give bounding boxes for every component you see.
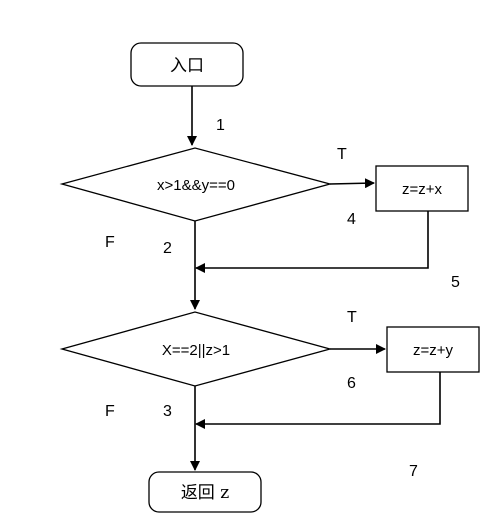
edge-3-number: 3 [163,403,172,420]
entry-node-label: 入口 [170,56,204,76]
condition-1-label: x>1&&y==0 [157,177,235,194]
edge-1-number: 1 [216,117,225,134]
action-1-box [375,165,469,212]
exit-node [148,471,262,513]
edge-7 [195,372,441,429]
action-2-label: z=z+y [413,342,454,359]
edge-7-number: 7 [409,463,418,480]
false-label-1: F [105,234,115,251]
edge-4-number: 4 [347,211,356,228]
edge-2-number: 2 [163,240,172,257]
true-label-1: T [337,146,347,163]
true-label-2: T [347,309,357,326]
action-1-label: z=z+x [402,181,443,198]
edge-true-1 [329,178,375,189]
false-label-2: F [105,403,115,420]
edge-5 [195,211,429,273]
action-2-box [386,326,480,373]
exit-node-label: 返回 z [181,483,229,503]
condition-2-label: X==2||z>1 [162,342,230,359]
edge-5-number: 5 [451,274,460,291]
entry-node [130,42,244,87]
edge-6-number: 6 [347,375,356,392]
